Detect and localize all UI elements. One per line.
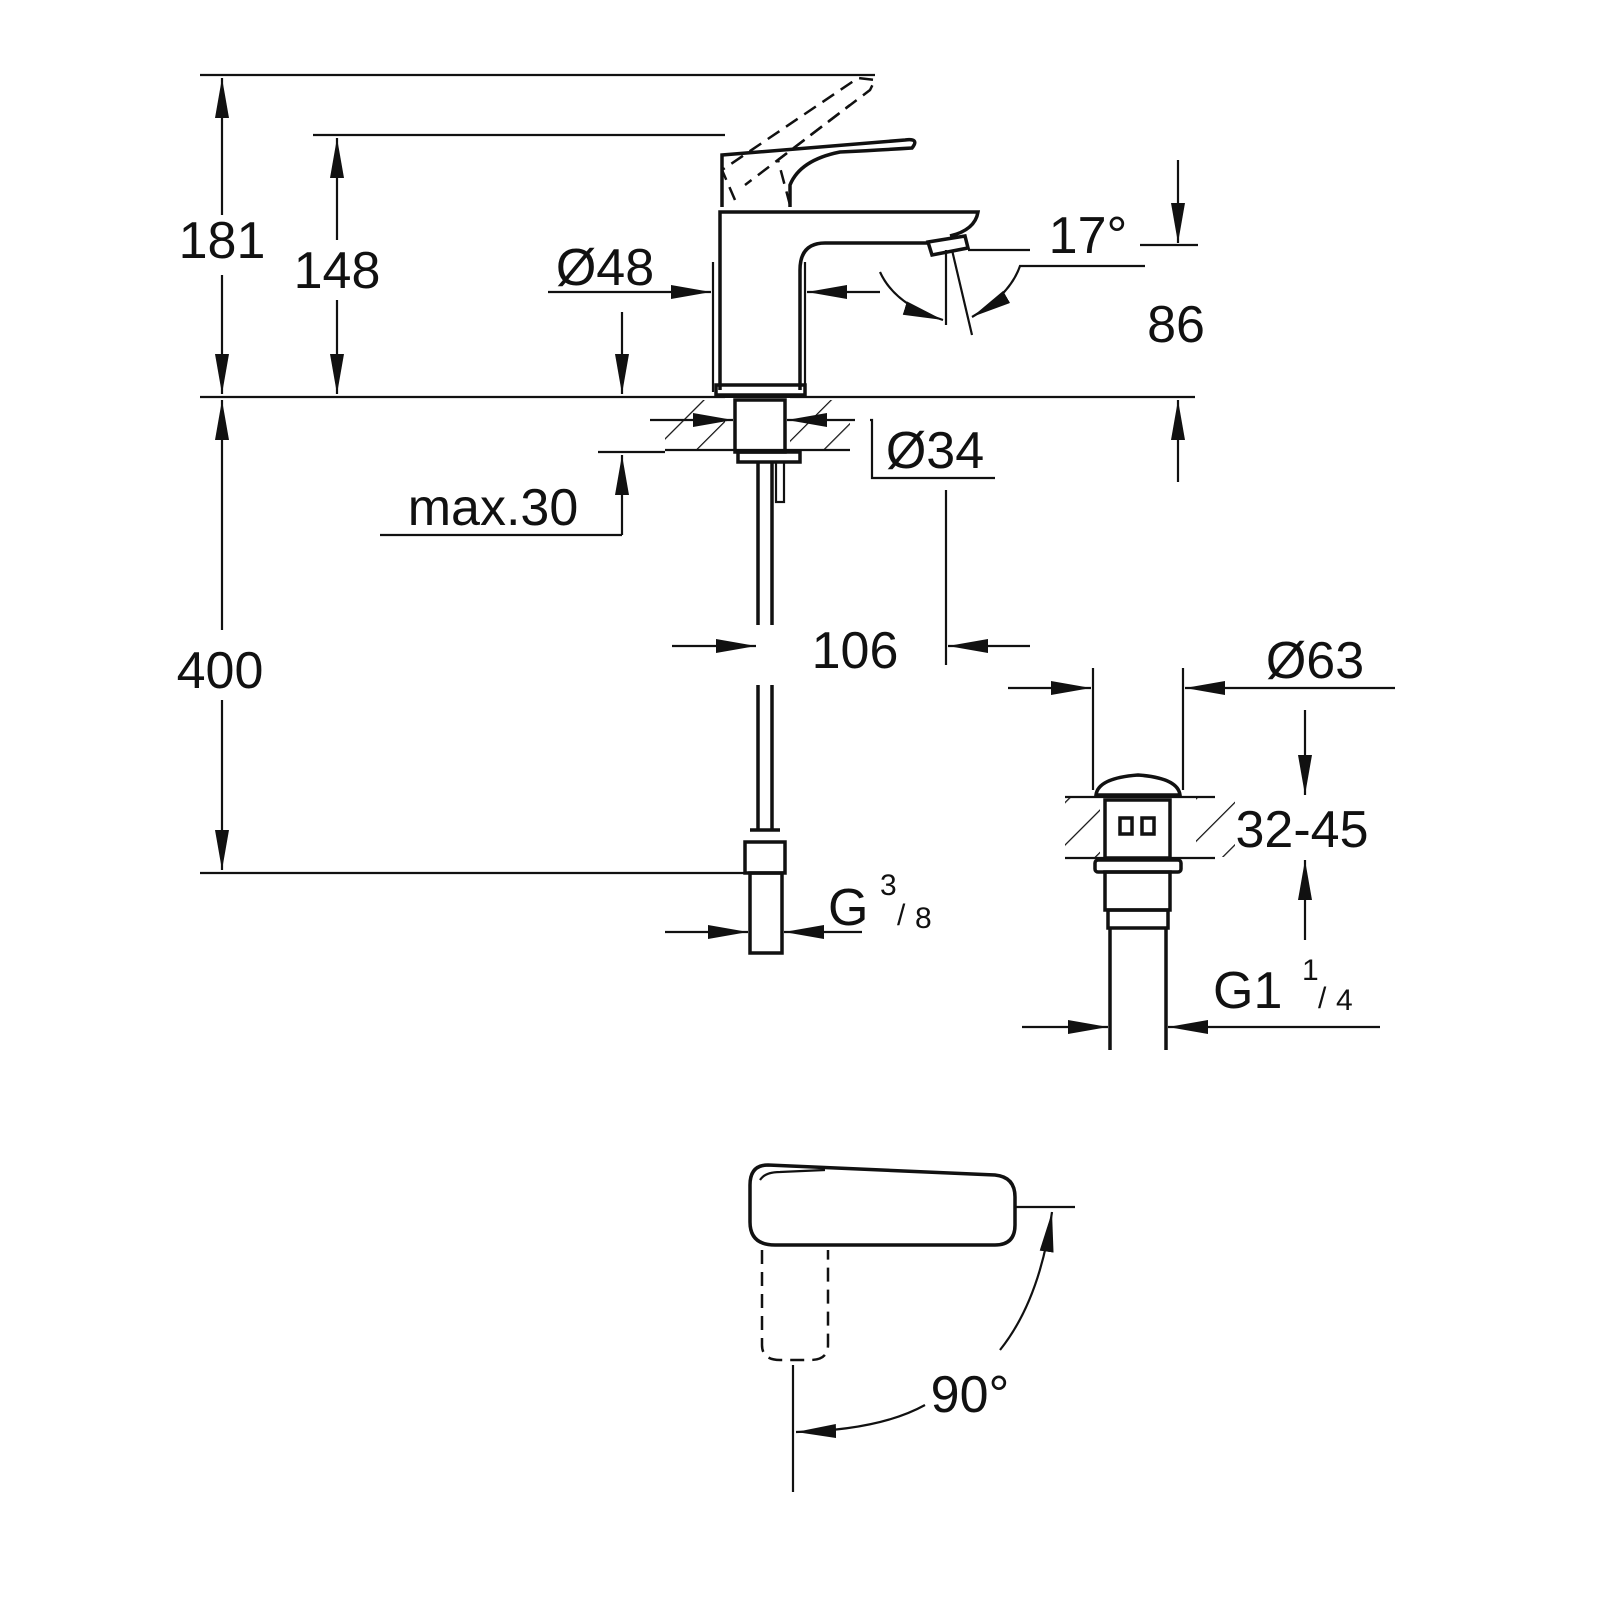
faucet-side-view: 181 148 Ø48 17° 86 Ø34 max.30 — [177, 73, 1205, 955]
dim-diameter-34: Ø34 — [886, 422, 984, 480]
lever-plan — [748, 1163, 1017, 1247]
waste-body — [1103, 798, 1172, 860]
svg-text:/: / — [897, 899, 906, 932]
svg-text:8: 8 — [915, 902, 932, 935]
thread-g-3-8: G 3 / 8 — [828, 869, 932, 937]
hose-connector — [743, 828, 787, 875]
hose-end — [748, 871, 784, 955]
thread-g1-1-4: G1 1 / 4 — [1213, 954, 1353, 1020]
lever-rotated-outline — [760, 1250, 830, 1362]
spout-bottom — [798, 241, 928, 390]
svg-text:G: G — [828, 879, 868, 937]
svg-text:/: / — [1318, 982, 1327, 1015]
dim-diameter-48: Ø48 — [556, 239, 654, 297]
svg-text:1: 1 — [1302, 954, 1319, 987]
dim-max-30: max.30 — [408, 479, 579, 537]
lever-raised-outline-2 — [776, 104, 851, 206]
dim-148: 148 — [294, 242, 381, 300]
lever-raised-outline — [720, 76, 877, 201]
dim-angle-90: 90° — [931, 1366, 1010, 1424]
waste-cap — [1094, 773, 1182, 797]
dim-181: 181 — [179, 212, 266, 270]
svg-text:4: 4 — [1336, 984, 1353, 1017]
svg-text:3: 3 — [880, 869, 897, 902]
dim-diameter-63: Ø63 — [1266, 632, 1364, 690]
fixing-rod — [774, 460, 786, 504]
pop-up-waste: Ø63 32-45 G1 1 / 4 — [1008, 632, 1395, 1050]
base-ring — [714, 383, 807, 397]
spout-top — [718, 210, 981, 390]
aerator — [925, 234, 971, 258]
fixing-nut — [736, 450, 802, 464]
dim-106: 106 — [812, 622, 899, 680]
waste-flange-nut — [1093, 858, 1183, 874]
lever-top-view: 90° — [748, 1163, 1075, 1492]
lever-handle — [720, 137, 917, 207]
dim-400: 400 — [177, 642, 264, 700]
svg-text:G1: G1 — [1213, 962, 1282, 1020]
dim-32-45: 32-45 — [1236, 801, 1369, 859]
dim-86: 86 — [1147, 296, 1205, 354]
dim-angle-17: 17° — [1049, 207, 1128, 265]
waste-nut — [1103, 870, 1172, 912]
